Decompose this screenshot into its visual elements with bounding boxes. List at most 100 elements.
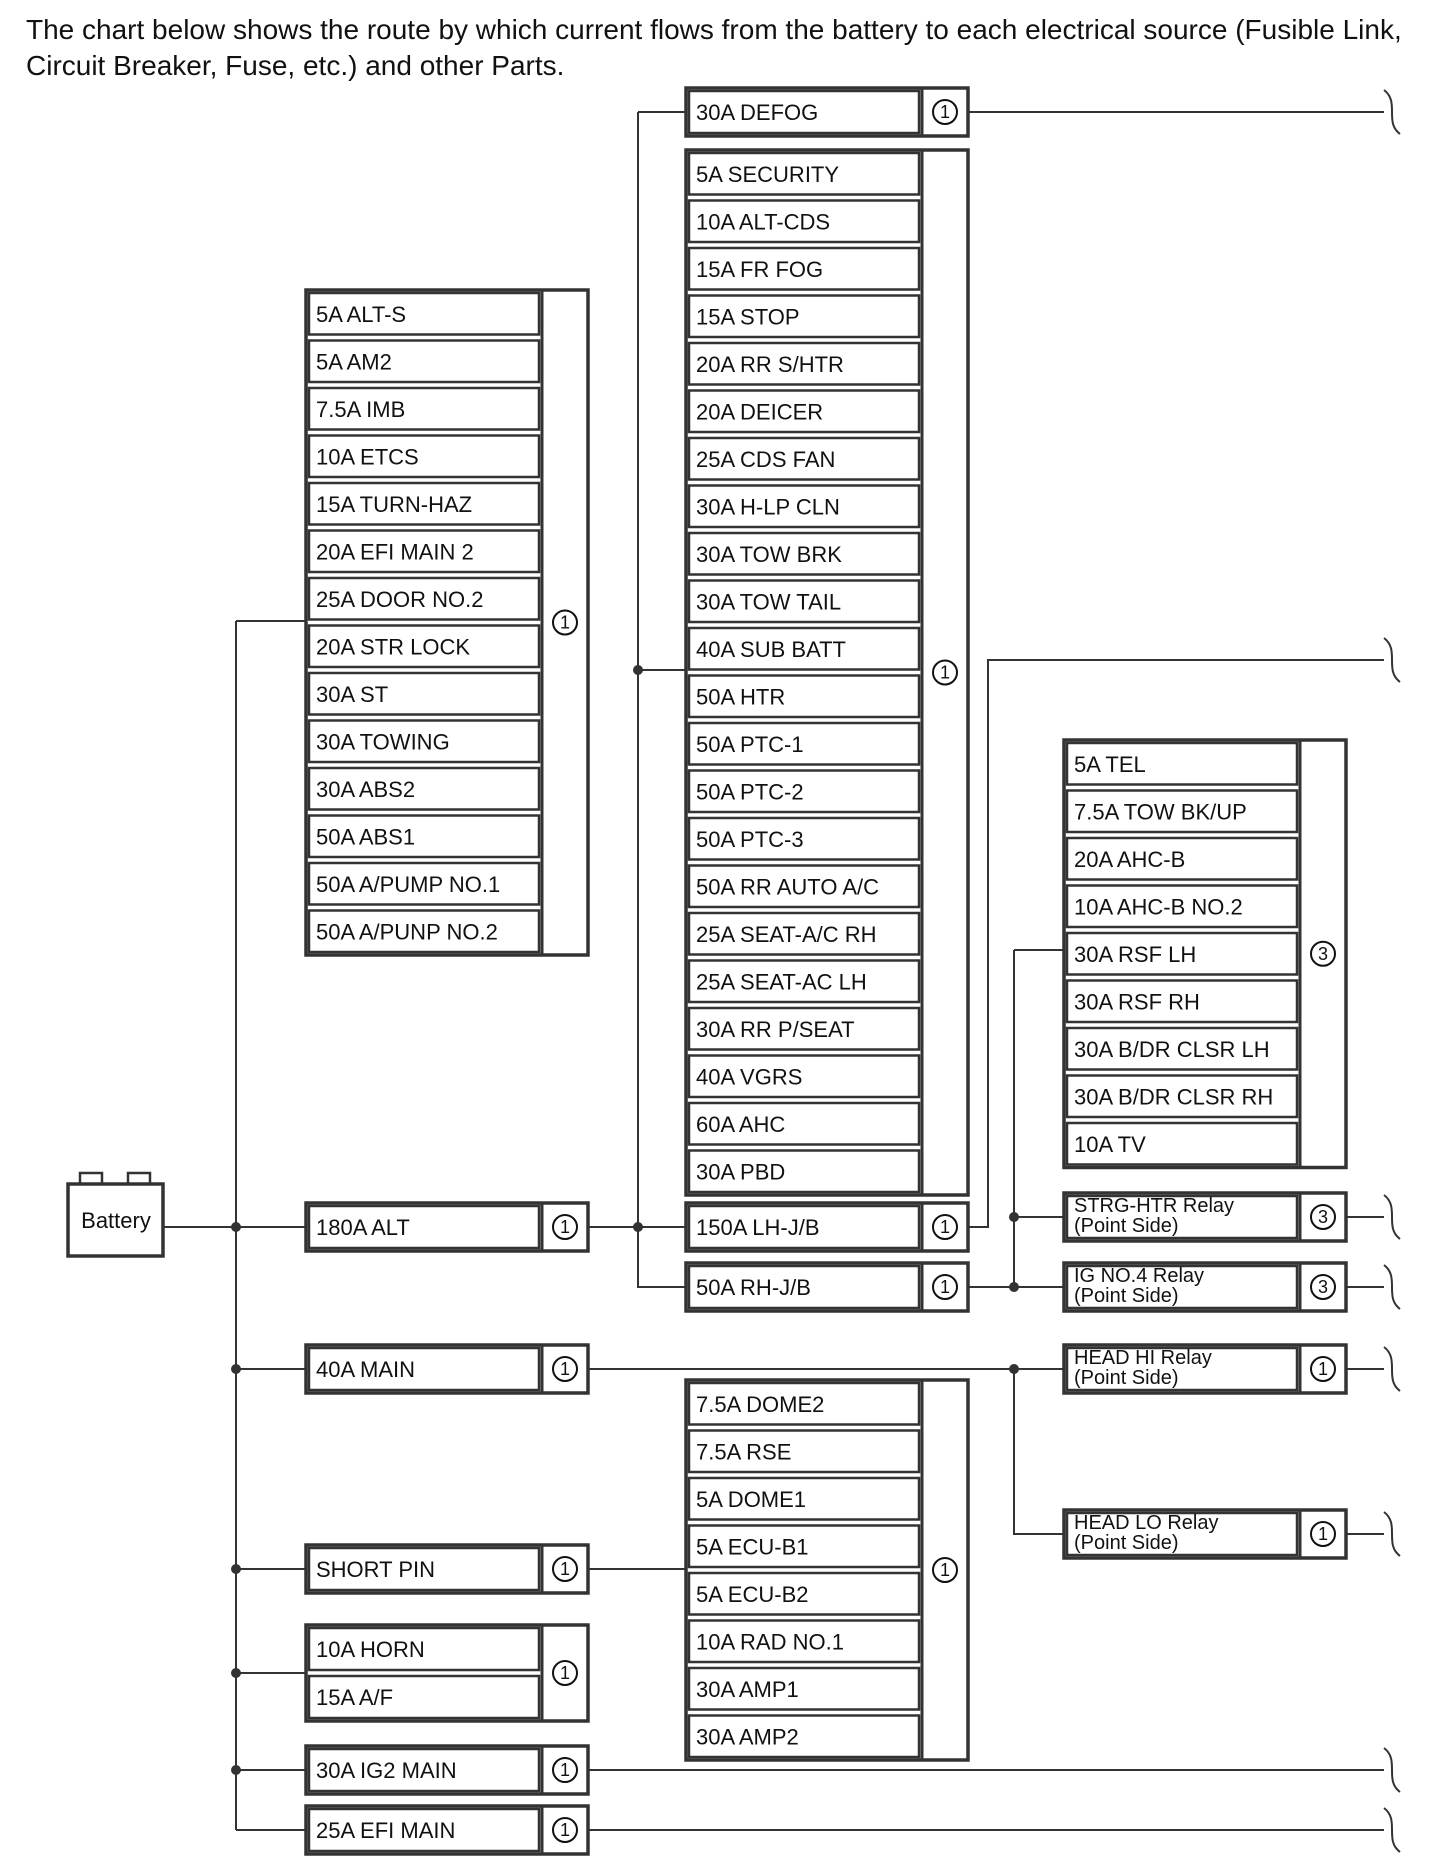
- fuse-cell: [687, 816, 921, 861]
- fuse-cell: [307, 386, 541, 431]
- fuse-cell: [687, 1381, 921, 1426]
- badge-circle: [552, 1660, 578, 1686]
- fuse-cell: [687, 246, 921, 291]
- fuse-cell: [1065, 1026, 1299, 1071]
- fuse-cell: [687, 1429, 921, 1474]
- fuse-group-ig-no4: IG NO.4 Relay(Point Side)3: [1062, 1261, 1348, 1313]
- fuse-group-strg-htr: STRG-HTR Relay(Point Side) 3: [1062, 1191, 1348, 1243]
- fuse-label: 60A AHC: [696, 1112, 785, 1137]
- fuse-cell: [307, 529, 541, 574]
- fuse-label: 25A EFI MAIN: [316, 1818, 455, 1843]
- battery: Battery: [66, 1171, 165, 1258]
- badge-number: 1: [560, 1663, 570, 1683]
- fuse-cell: [687, 1571, 921, 1616]
- fuse-label: 30A ST: [316, 682, 388, 707]
- badge-circle: [552, 1757, 578, 1783]
- fuse-cell: [687, 579, 921, 624]
- badge-circle: [1310, 1274, 1336, 1300]
- fuse-label: 10A AHC-B NO.2: [1074, 894, 1243, 919]
- battery-body: [66, 1182, 165, 1258]
- fuse-cell: [687, 911, 921, 956]
- fuse-label: 50A RR AUTO A/C: [696, 874, 879, 899]
- relay-label-line: (Point Side): [1074, 1285, 1179, 1307]
- badge-circle: [1310, 940, 1336, 967]
- fuse-label: 25A DOOR NO.2: [316, 587, 484, 612]
- fuse-cell: [687, 436, 921, 481]
- fuse-group-frame: [1062, 1191, 1348, 1243]
- fuse-label: 10A HORN: [316, 1637, 425, 1662]
- badge-circle: [552, 1556, 578, 1582]
- fuse-group-frame: [304, 1623, 590, 1723]
- continuation-break: [1383, 1807, 1401, 1853]
- fuse-label: 50A PTC-1: [696, 732, 804, 757]
- fuse-group-frame: [1062, 738, 1348, 1170]
- fuse-cell: [687, 531, 921, 576]
- fuse-cell: [1065, 1511, 1299, 1557]
- badge-circle: [552, 1214, 578, 1240]
- alt-bus: [637, 112, 686, 1288]
- fuse-cell: [687, 1101, 921, 1146]
- fuse-group-frame: [304, 1343, 590, 1395]
- fuse-group-frame: [1062, 1261, 1348, 1313]
- relay-label-line: (Point Side): [1074, 1367, 1179, 1389]
- fuse-cell: [687, 1476, 921, 1521]
- badge-number: 1: [940, 1560, 950, 1580]
- fuse-label: 30A RSF RH: [1074, 989, 1200, 1014]
- fuse-cell: [687, 1149, 921, 1194]
- badge-circle: [932, 659, 958, 686]
- fuse-label: 30A RR P/SEAT: [696, 1017, 855, 1042]
- fuse-cell: [687, 769, 921, 814]
- fuse-label: 5A DOME1: [696, 1487, 806, 1512]
- wiring: [163, 89, 1401, 1853]
- fuse-label: 10A TV: [1074, 1132, 1146, 1157]
- fuse-label: 7.5A IMB: [316, 397, 405, 422]
- fuse-label: 5A TEL: [1074, 752, 1146, 777]
- badge-number: 1: [1318, 1524, 1328, 1544]
- badge-number: 1: [940, 1277, 950, 1297]
- fuse-cell: [307, 481, 541, 526]
- badge-circle: [552, 1356, 578, 1382]
- fuse-cell: [1065, 789, 1299, 834]
- fuse-group-frame: [1062, 1343, 1348, 1395]
- fuse-label: 50A HTR: [696, 684, 785, 709]
- continuation-break: [1383, 1511, 1401, 1557]
- fuse-label: 30A TOWING: [316, 729, 450, 754]
- fuse-group-frame: [684, 148, 970, 1197]
- fuse-group-frame: [684, 1201, 970, 1253]
- badge-number: 1: [560, 1559, 570, 1579]
- continuation-break: [1383, 637, 1401, 683]
- fuse-cell: [307, 291, 541, 336]
- junction-dot: [231, 1222, 241, 1232]
- fuse-cell: [687, 959, 921, 1004]
- badge-number: 3: [1318, 1207, 1328, 1227]
- fuse-label: 30A TOW TAIL: [696, 589, 841, 614]
- fuse-label: 20A RR S/HTR: [696, 352, 844, 377]
- fuse-cell: [687, 721, 921, 766]
- battery-label: Battery: [81, 1208, 151, 1233]
- badge-circle: [1310, 1204, 1336, 1230]
- fuse-group-frame: [304, 288, 590, 957]
- main-to-head-lo: [1013, 1369, 1064, 1535]
- fuse-label: 30A AMP1: [696, 1677, 799, 1702]
- fuse-label: 10A ALT-CDS: [696, 209, 830, 234]
- badge-number: 1: [940, 1217, 950, 1237]
- fuse-label: 25A CDS FAN: [696, 447, 835, 472]
- fuse-cell: [1065, 884, 1299, 929]
- fuse-cell: [687, 1264, 921, 1310]
- fuse-cell: [687, 341, 921, 386]
- badge-circle: [932, 1557, 958, 1583]
- fuse-label: 15A TURN-HAZ: [316, 492, 472, 517]
- intro-text: The chart below shows the route by which…: [26, 14, 1402, 81]
- badge-circle: [1310, 1356, 1336, 1382]
- relay-label: STRG-HTR Relay(Point Side): [1074, 1195, 1234, 1237]
- badge-circle: [552, 1817, 578, 1843]
- relay-label-line: STRG-HTR Relay: [1074, 1195, 1234, 1217]
- junction-dot: [231, 1668, 241, 1678]
- badge-number: 1: [560, 613, 570, 633]
- relay-label: HEAD LO Relay(Point Side): [1074, 1512, 1219, 1554]
